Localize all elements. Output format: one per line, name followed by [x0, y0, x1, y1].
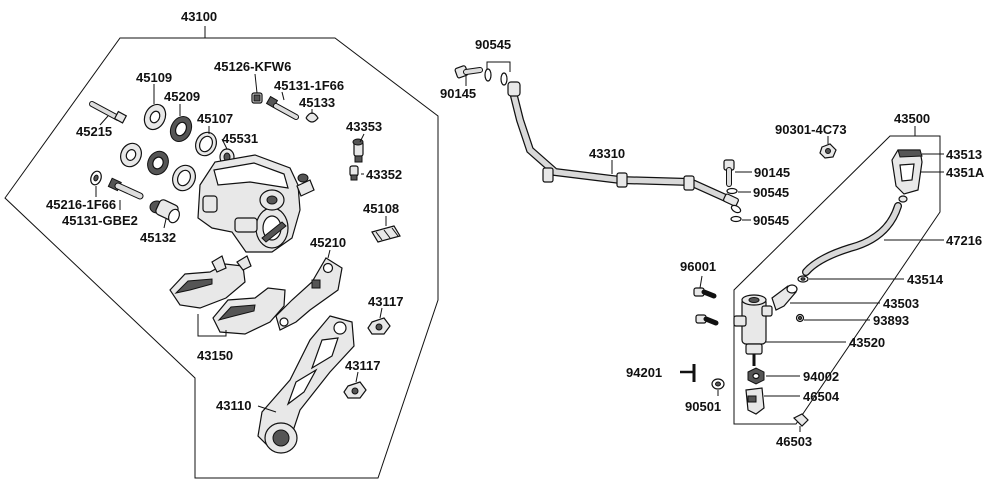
spring-45108 — [371, 225, 401, 243]
label-45133: 45133 — [299, 95, 335, 110]
leader-45210 — [327, 249, 331, 259]
label-45131-1f66: 45131-1F66 — [274, 78, 344, 93]
leader-96001 — [699, 275, 703, 289]
leader-45531 — [221, 138, 228, 150]
label-45107: 45107 — [197, 111, 233, 126]
label-43520: 43520 — [849, 335, 885, 350]
cap-43352 — [349, 165, 359, 181]
leader-90545a — [486, 61, 511, 72]
screw-93893 — [795, 313, 805, 323]
label-43503: 43503 — [883, 296, 919, 311]
seal-45109 — [120, 103, 167, 168]
bleeder-43353 — [352, 138, 364, 163]
label-43110: 43110 — [216, 398, 251, 413]
bush-45126 — [251, 92, 263, 104]
label-45108: 45108 — [363, 201, 399, 216]
seal-45209 — [147, 115, 193, 176]
leader-43150 — [197, 314, 227, 337]
piston-45107 — [172, 131, 217, 192]
label-45531: 45531 — [222, 131, 258, 146]
washer-90501 — [711, 378, 725, 390]
label-45109: 45109 — [136, 70, 172, 85]
label-90501: 90501 — [685, 399, 721, 414]
leader-45215 — [99, 115, 109, 126]
clip-43514 — [797, 275, 809, 283]
label-94201: 94201 — [626, 365, 662, 380]
label-45210: 45210 — [310, 235, 346, 250]
banjo-bolt-90145-upper — [454, 65, 483, 79]
label-43310: 43310 — [589, 146, 625, 161]
label-45209: 45209 — [164, 89, 200, 104]
nut-94002 — [747, 367, 765, 385]
brake-pads-43150 — [169, 255, 286, 335]
fitting-43503 — [771, 284, 798, 311]
master-cylinder-group-outline — [733, 135, 941, 425]
label-45132: 45132 — [140, 230, 176, 245]
label-45216: 45216-1F66 — [46, 197, 116, 212]
caliper-body — [197, 154, 315, 253]
pin-45131-gbe2 — [107, 177, 144, 200]
bracket-43110 — [257, 315, 355, 454]
washer-90545-lower — [726, 187, 742, 223]
nut-90301 — [819, 143, 837, 159]
label-43150: 43150 — [197, 348, 233, 363]
clip-45133 — [305, 112, 319, 123]
label-46503: 46503 — [776, 434, 812, 449]
label-4351A: 4351A — [946, 165, 985, 180]
label-96001: 96001 — [680, 259, 716, 274]
bracket-45210 — [275, 257, 343, 331]
leader-43110 — [257, 405, 277, 413]
label-93893: 93893 — [873, 313, 909, 328]
label-45126: 45126-KFW6 — [214, 59, 291, 74]
leader-45132 — [163, 218, 167, 229]
label-90545-lower: 90545 — [753, 213, 789, 228]
cotter-pin-94201 — [680, 364, 696, 382]
leader-43117b — [355, 371, 359, 383]
leader-45131a — [281, 91, 285, 101]
bolt-43117-lower — [343, 381, 367, 399]
bush-45132 — [149, 199, 181, 224]
label-46504: 46504 — [803, 389, 840, 404]
leader-43117a — [379, 307, 383, 319]
label-43117-upper: 43117 — [368, 294, 403, 309]
label-90145-lower: 90145 — [754, 165, 790, 180]
bolt-45215 — [89, 101, 128, 124]
reservoir-43513 — [891, 149, 923, 203]
label-47216: 47216 — [946, 233, 982, 248]
label-43117-lower: 43117 — [345, 358, 380, 373]
master-cylinder-43520 — [733, 294, 773, 366]
label-43513: 43513 — [946, 147, 982, 162]
bolt-43117-upper — [367, 317, 391, 335]
label-43352: 43352 — [366, 167, 402, 182]
label-90545-middle: 90545 — [753, 185, 789, 200]
pin-45131-1f66 — [265, 95, 299, 120]
banjo-bolt-90145-lower — [723, 159, 735, 187]
clevis-46504 — [745, 387, 765, 415]
nut-46503 — [792, 413, 809, 427]
bolt-96001 — [693, 287, 719, 326]
label-45131-gbe2: 45131-GBE2 — [62, 213, 138, 228]
brake-hose-43310 — [507, 81, 742, 214]
reservoir-hose-47216 — [802, 202, 902, 276]
label-90145-upper: 90145 — [440, 86, 476, 101]
label-43500: 43500 — [894, 111, 930, 126]
caliper-group-outline — [4, 37, 439, 479]
label-90301: 90301-4C73 — [775, 122, 847, 137]
washer-45216 — [90, 170, 102, 186]
label-43514: 43514 — [907, 272, 944, 287]
label-43353: 43353 — [346, 119, 382, 134]
washer-90545-upper — [484, 68, 508, 86]
leader-45126 — [254, 73, 258, 94]
label-43100: 43100 — [181, 9, 217, 24]
label-94002: 94002 — [803, 369, 839, 384]
label-90545-upper: 90545 — [475, 37, 511, 52]
leader-43353 — [359, 133, 365, 143]
label-45215: 45215 — [76, 124, 112, 139]
